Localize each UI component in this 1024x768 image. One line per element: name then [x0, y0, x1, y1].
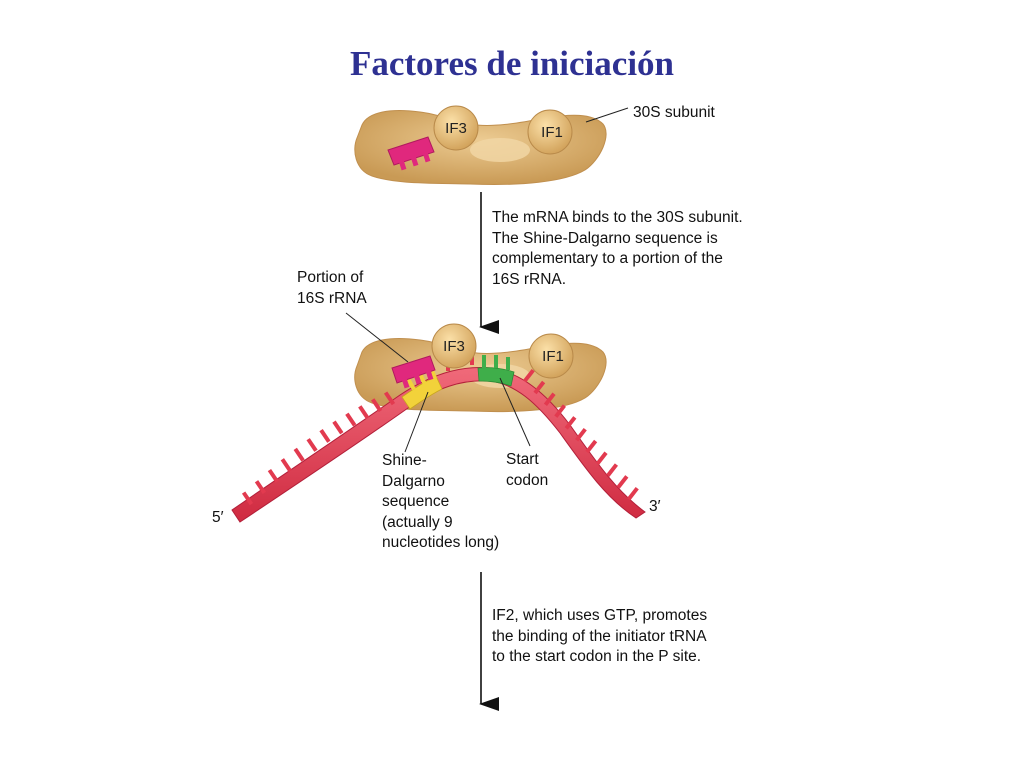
mrna-nucleotide	[241, 491, 254, 506]
mrna-nucleotide	[358, 405, 370, 420]
rrna-leader-line	[345, 312, 409, 363]
mrna-nucleotide	[371, 398, 383, 413]
step2-text: IF2, which uses GTP, promotes the bindin…	[492, 606, 707, 668]
shine-dalgarno-label-line: nucleotides long)	[382, 534, 500, 551]
top-rrna-portion	[387, 136, 435, 171]
bottom-if3-factor: IF3	[431, 323, 477, 369]
top-if3-label: IF3	[445, 120, 467, 137]
step2-line: to the start codon in the P site.	[492, 648, 702, 665]
mrna-nucleotide	[319, 428, 331, 443]
step1-text: The mRNA binds to the 30S subunit. The S…	[492, 208, 743, 290]
mrna-nucleotide	[575, 427, 587, 442]
rrna-label-line: Portion of	[297, 269, 364, 286]
page-title: Factores de iniciación	[349, 44, 675, 83]
mrna-nucleotide	[543, 392, 556, 407]
mrna-strand	[231, 353, 646, 523]
start-codon	[477, 355, 515, 387]
subunit-leader-line	[585, 107, 629, 123]
mrna-nucleotide	[254, 480, 267, 494]
step2-line: the binding of the initiator tRNA	[492, 627, 707, 645]
top-if1-factor: IF1	[527, 109, 573, 155]
mrna-nucleotide	[280, 458, 292, 472]
mrna-nucleotide	[554, 404, 567, 418]
start-codon-label-line: codon	[506, 471, 549, 489]
shine-dalgarno-label-line: (actually 9	[382, 513, 453, 531]
mrna-nucleotide	[627, 486, 639, 501]
start-codon-label: Start codon	[506, 450, 548, 491]
mrna-nucleotide	[306, 438, 318, 452]
mrna-nucleotide	[585, 439, 598, 454]
shine-dalgarno-label-line: Dalgarno	[382, 472, 445, 490]
step2-line: IF2, which uses GTP, promotes	[492, 607, 708, 624]
subunit-label: 30S subunit	[633, 104, 715, 121]
step1-line: The Shine-Dalgarno sequence is	[492, 229, 718, 247]
bottom-rrna-portion	[391, 355, 436, 389]
shine-dalgarno-leader-line	[404, 391, 429, 453]
top-if1-label: IF1	[541, 124, 563, 141]
shine-dalgarno-label: Shine- Dalgarno sequence (actually 9 nuc…	[382, 451, 499, 554]
mrna-nucleotide	[606, 463, 619, 477]
rrna-label: Portion of 16S rRNA	[297, 268, 367, 309]
three-prime-label: 3′	[649, 498, 661, 515]
mrna-nucleotide	[523, 368, 535, 383]
step1-line: 16S rRNA.	[492, 270, 567, 288]
mrna-nucleotides	[241, 353, 639, 506]
mrna-nucleotide	[267, 468, 279, 483]
mrna-nucleotide	[345, 412, 357, 427]
rrna-label-line: 16S rRNA	[297, 289, 367, 307]
mrna-nucleotide	[564, 416, 577, 430]
mrna-nucleotide	[595, 451, 608, 466]
start-codon-leader-line	[499, 377, 531, 447]
start-codon-label-line: Start	[506, 451, 539, 468]
mrna-nucleotide	[293, 447, 305, 462]
bottom-if3-label: IF3	[443, 338, 465, 355]
mrna-nucleotide	[533, 380, 546, 395]
bottom-if1-factor: IF1	[528, 333, 574, 379]
mrna-nucleotide	[383, 391, 396, 406]
five-prime-label: 5′	[212, 509, 224, 526]
step1-line: The mRNA binds to the 30S subunit.	[492, 209, 743, 226]
shine-dalgarno-label-line: sequence	[382, 493, 450, 510]
mrna-nucleotide	[332, 420, 344, 435]
top-if3-factor: IF3	[433, 105, 479, 151]
step1-line: complementary to a portion of the	[492, 250, 723, 267]
bottom-if1-label: IF1	[542, 348, 564, 365]
shine-dalgarno-label-line: Shine-	[382, 452, 427, 469]
mrna-nucleotide	[616, 475, 629, 489]
